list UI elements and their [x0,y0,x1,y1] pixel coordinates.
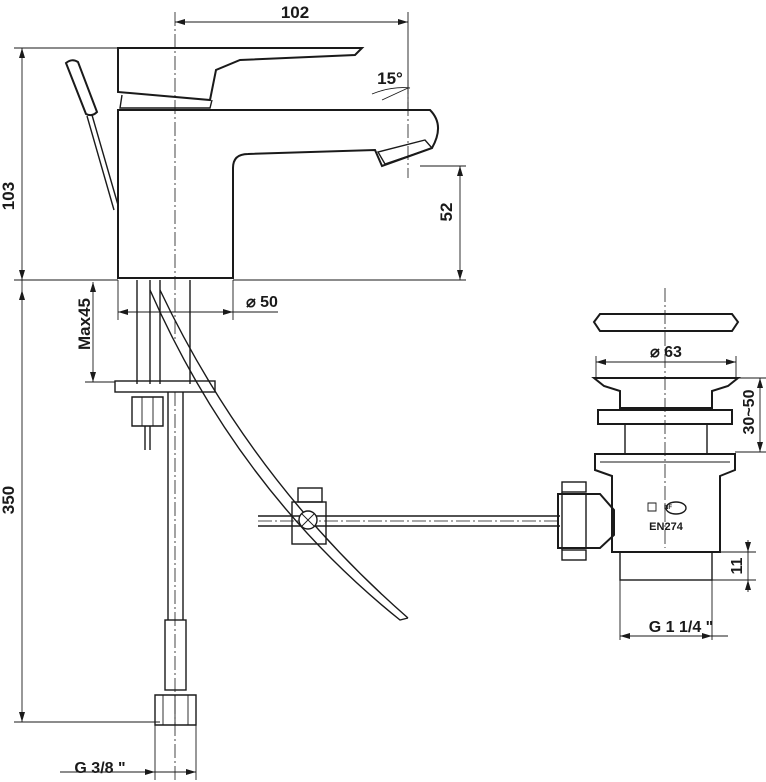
dim-max-deck-label: Max45 [75,298,94,350]
dim-spout-height-label: 52 [437,203,456,222]
overflow-connector [557,493,615,549]
dim-plug-diameter-label: ⌀ 63 [650,344,682,361]
clamp-body [291,501,327,545]
plug-cap [592,313,740,332]
dim-plug-stroke-label: 30~50 [741,389,758,434]
pull-rod-knob [64,59,99,117]
spout-body [117,109,439,279]
pop-up-waste: NF EN274 [557,313,741,581]
hose-nut [154,694,197,726]
mounting-nut [131,396,164,427]
clamp-top [297,487,323,503]
dim-hose-length-label: 350 [0,486,18,514]
certification-logo-text: NF [664,505,672,511]
pull-rod-edge [86,115,115,211]
standard-label: EN274 [649,521,684,533]
dim-waste-thread-len-label: 11 [729,557,746,574]
connector-nut-top [561,481,587,493]
hose-ferrule [164,619,187,691]
waste-flange [591,377,741,409]
waste-tail [624,423,708,455]
linkage [149,289,560,621]
mounting-assembly [114,280,216,780]
dim-angle-label: 15° [377,69,403,88]
nf-logo [647,501,687,515]
dimension-lines [14,12,766,780]
dim-waste-thread-label: G 1 1/4 " [649,619,714,636]
dim-hose-connection-label: G 3/8 " [74,760,125,777]
mounting-plate [114,380,216,393]
waste-thread [619,551,713,581]
linkage-cable [159,289,409,619]
dim-height-label: 103 [0,182,18,210]
handle-lever [117,47,365,102]
aerator [376,139,434,165]
handle-collar [119,94,213,109]
pull-rod [91,114,119,206]
dim-width-label: 102 [281,3,309,22]
dim-base-diameter-label: ⌀ 50 [246,294,278,311]
faucet-body [64,47,439,279]
